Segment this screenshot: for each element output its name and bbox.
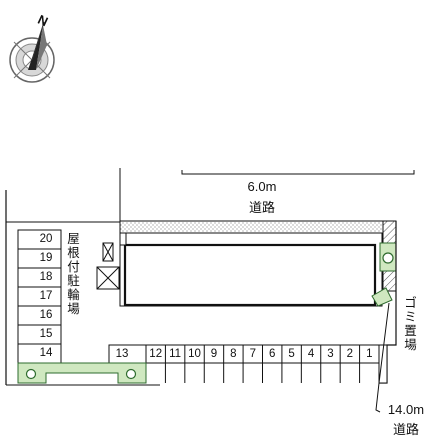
road-east-line: [375, 302, 390, 413]
road-north-name: 道路: [248, 200, 275, 215]
parking-stall-number: 20: [39, 233, 53, 245]
parking-stall-number: 18: [39, 271, 53, 283]
parking-bottom-dividers: [164, 345, 361, 383]
parking-stall-number: 13: [115, 348, 129, 360]
walkway-strip: [119, 220, 397, 234]
parking-stall-number: 2: [346, 348, 354, 360]
parking-stall-number: 12: [149, 348, 163, 360]
parking-stall-number: 1: [366, 348, 373, 360]
parking-stall-number: 10: [188, 348, 201, 360]
parking-stall-number: 8: [230, 348, 237, 360]
compass-rose-icon: [9, 21, 55, 83]
parking-stall-number: 5: [288, 348, 295, 360]
roofed-bicycle-parking-label: 屋根付駐輪場: [67, 232, 80, 316]
bicycle-icon: [102, 242, 114, 262]
road-north-line: [181, 170, 415, 175]
stair-box: [119, 232, 127, 246]
road-north-width: 6.0m: [247, 179, 277, 194]
parking-stall-number: 9: [210, 348, 218, 360]
parking-stall-number: 4: [307, 348, 315, 360]
road-east-name: 道路: [392, 422, 419, 437]
road-east-width: 14.0m: [387, 402, 425, 417]
planting-south: [17, 362, 147, 384]
parking-stall-number: 15: [39, 328, 53, 340]
parking-stall-number: 16: [39, 309, 53, 321]
parking-stall-number: 11: [169, 348, 182, 360]
parking-left-dividers: [18, 248, 61, 345]
garbage-area-label: ゴミ置場: [404, 296, 417, 352]
parking-stall-number: 6: [269, 348, 276, 360]
parking-stall-number: 7: [249, 348, 256, 360]
parking-stall-number: 14: [39, 347, 53, 359]
parking-stall-number: 3: [327, 348, 334, 360]
planting-east: [371, 242, 397, 307]
parking-stall-number: 17: [39, 290, 53, 302]
building-inner: [123, 243, 377, 307]
parking-stall-number: 19: [39, 252, 53, 264]
